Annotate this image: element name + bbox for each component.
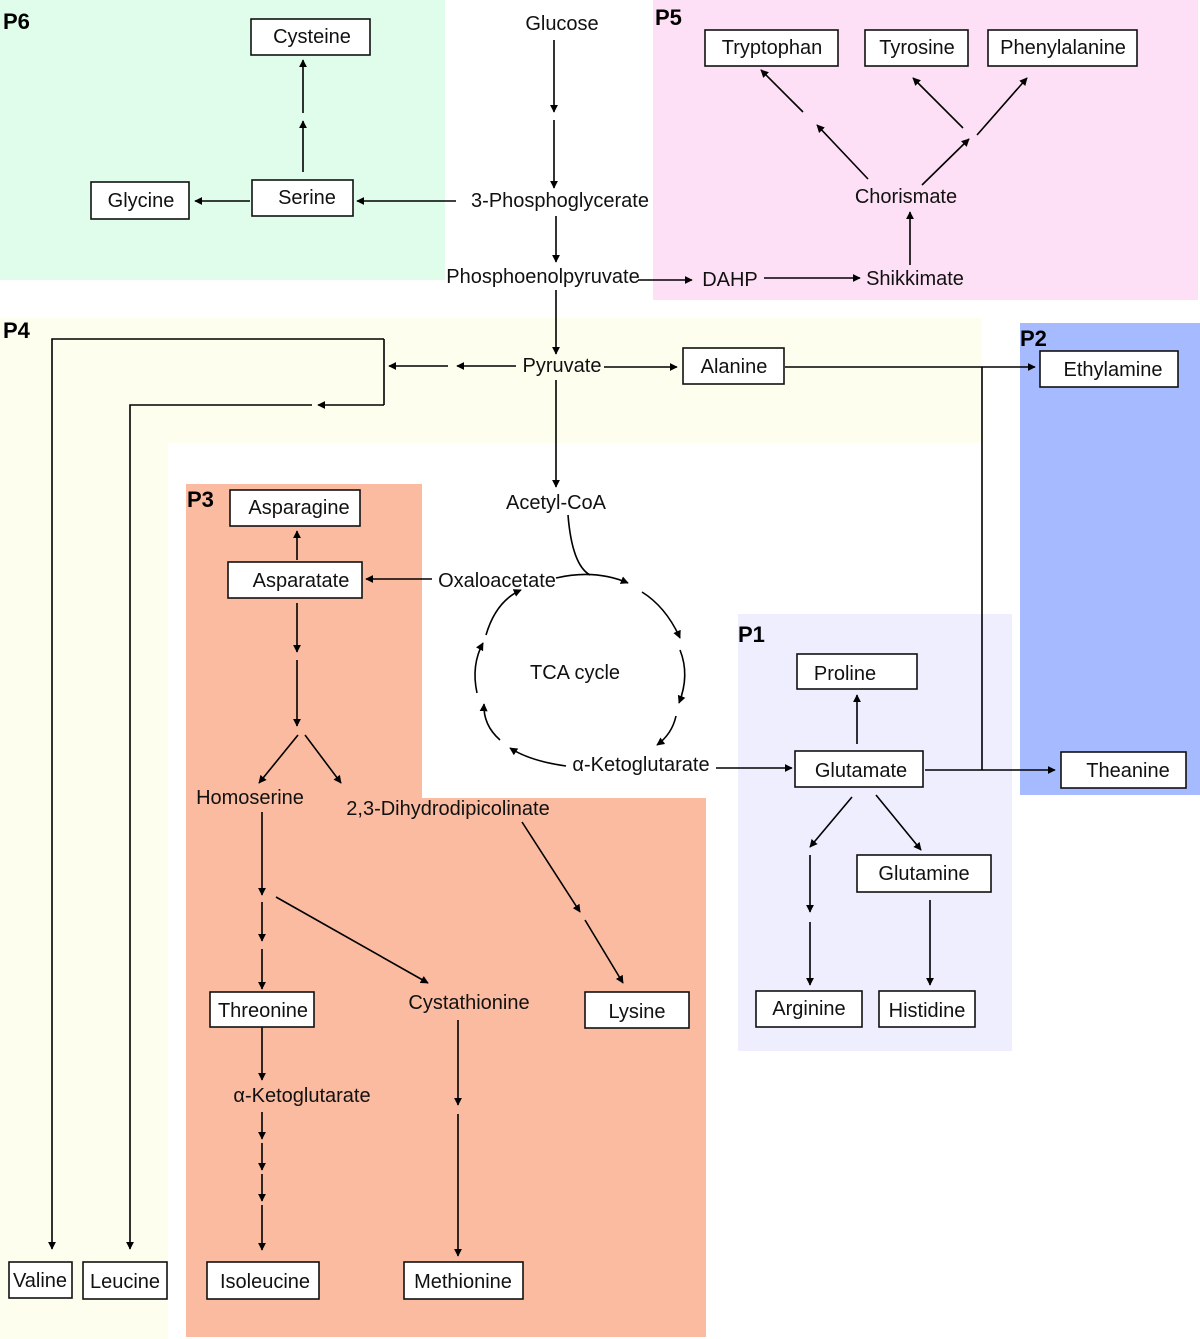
edge-glutamate-arg-1 <box>809 796 853 848</box>
node-acetyl-coa: Acetyl-CoA <box>506 492 607 514</box>
node-cysteine: Cysteine <box>273 26 351 48</box>
box-proline <box>796 653 918 690</box>
box-tryptophan <box>704 29 839 67</box>
panel-p4-region <box>0 318 982 1339</box>
tca-arc-6 <box>479 703 501 741</box>
node-chorismate: Chorismate <box>855 186 957 208</box>
edge-p4-leucine <box>126 404 312 1250</box>
node-cystathionine: Cystathionine <box>408 992 529 1014</box>
edge-acetylcoa-tca <box>567 514 591 576</box>
node-tca-cycle: TCA cycle <box>530 662 620 684</box>
node-isoleucine: Isoleucine <box>220 1271 310 1293</box>
node-glutamine: Glutamine <box>878 863 969 885</box>
edge-branch-phenylalanine <box>976 77 1028 136</box>
edge-chorismate-trp-2 <box>760 69 804 113</box>
node-leucine: Leucine <box>90 1271 160 1293</box>
panel-label-p1: P1 <box>738 622 765 647</box>
node-phosphoenolpyruvate: Phosphoenolpyruvate <box>446 266 639 288</box>
node-methionine: Methionine <box>414 1271 512 1293</box>
tca-arc-5 <box>509 747 567 767</box>
edge-branch-homoserine <box>258 734 299 784</box>
node-asparatate: Asparatate <box>253 570 350 592</box>
box-glutamate <box>794 750 924 788</box>
edge-chorismate-trp-1 <box>816 124 869 180</box>
box-asparatate <box>227 561 363 599</box>
panel-label-p3: P3 <box>187 487 214 512</box>
node-shikkimate: Shikkimate <box>866 268 964 290</box>
panel-label-p6: P6 <box>3 9 30 34</box>
panel-p3-region <box>186 484 706 1337</box>
box-methionine <box>403 1261 524 1300</box>
tca-arc-7 <box>474 642 484 694</box>
edge-branch-tyrosine <box>912 77 964 129</box>
pathway-edges <box>48 40 1056 1257</box>
node-arginine: Arginine <box>772 998 845 1020</box>
node-dihydrodipicolinate: 2,3-Dihydrodipicolinate <box>346 798 549 820</box>
panel-p6-region <box>0 0 445 280</box>
box-leucine <box>82 1261 168 1300</box>
node-serine: Serine <box>278 187 336 209</box>
node-alpha-ketoglutarate-tca: α-Ketoglutarate <box>572 754 709 776</box>
node-pyruvate: Pyruvate <box>523 355 602 377</box>
node-phenylalanine: Phenylalanine <box>1000 37 1126 59</box>
box-cysteine <box>250 18 371 56</box>
box-asparagine <box>229 489 361 527</box>
box-histidine <box>878 990 976 1028</box>
panel-label-p5: P5 <box>655 5 682 30</box>
node-glycine: Glycine <box>108 190 175 212</box>
box-isoleucine <box>206 1261 320 1300</box>
tca-arc-4 <box>656 715 677 746</box>
node-ethylamine: Ethylamine <box>1064 359 1163 381</box>
box-glutamine <box>856 854 992 893</box>
node-histidine: Histidine <box>889 1000 966 1022</box>
tca-arc-2 <box>641 591 681 639</box>
edge-homoserine-cystathionine <box>275 896 429 984</box>
edge-ddp-lysine-1 <box>521 821 581 913</box>
node-proline: Proline <box>814 663 876 685</box>
tca-arc-8 <box>485 589 522 636</box>
box-ethylamine <box>1039 350 1179 388</box>
panel-p2-region <box>1020 323 1200 795</box>
node-oxaloacetate: Oxaloacetate <box>438 570 556 592</box>
box-theanine <box>1060 751 1187 789</box>
tca-arc-3 <box>677 649 686 704</box>
node-3-phosphoglycerate: 3-Phosphoglycerate <box>471 190 649 212</box>
tca-arc-1 <box>555 573 629 584</box>
box-lysine <box>584 991 690 1029</box>
node-glucose: Glucose <box>525 13 598 35</box>
edge-glutamate-glutamine <box>875 794 922 851</box>
node-homoserine: Homoserine <box>196 787 304 809</box>
node-dahp: DAHP <box>702 269 758 291</box>
edge-p4-valine <box>48 338 384 1250</box>
node-labels: Glucose 3-Phosphoglycerate Phosphoenolpy… <box>13 13 1170 1293</box>
node-tyrosine: Tyrosine <box>879 37 955 59</box>
node-threonine: Threonine <box>218 1000 308 1022</box>
box-serine <box>251 179 354 217</box>
node-alpha-ketoglutarate-p3: α-Ketoglutarate <box>233 1085 370 1107</box>
node-lysine: Lysine <box>608 1001 665 1023</box>
panel-label-p2: P2 <box>1020 326 1047 351</box>
node-glutamate: Glutamate <box>815 760 907 782</box>
panel-label-p4: P4 <box>3 318 31 343</box>
box-tyrosine <box>864 29 969 67</box>
node-asparagine: Asparagine <box>248 497 349 519</box>
box-glycine <box>90 181 190 220</box>
box-valine <box>8 1261 73 1299</box>
box-arginine <box>755 990 863 1028</box>
node-theanine: Theanine <box>1086 760 1169 782</box>
panel-labels: P6 P5 P4 P2 P3 P1 <box>3 5 1047 647</box>
box-phenylalanine <box>987 29 1138 67</box>
node-tryptophan: Tryptophan <box>722 37 822 59</box>
node-boxes <box>8 18 1187 1300</box>
edge-branch-dihydrodipicolinate <box>304 734 342 784</box>
node-valine: Valine <box>13 1270 67 1292</box>
box-threonine <box>209 991 315 1028</box>
box-alanine <box>682 347 785 385</box>
edge-ddp-lysine-2 <box>584 919 624 984</box>
edge-chorismate-branch <box>921 138 970 186</box>
node-alanine: Alanine <box>701 356 768 378</box>
